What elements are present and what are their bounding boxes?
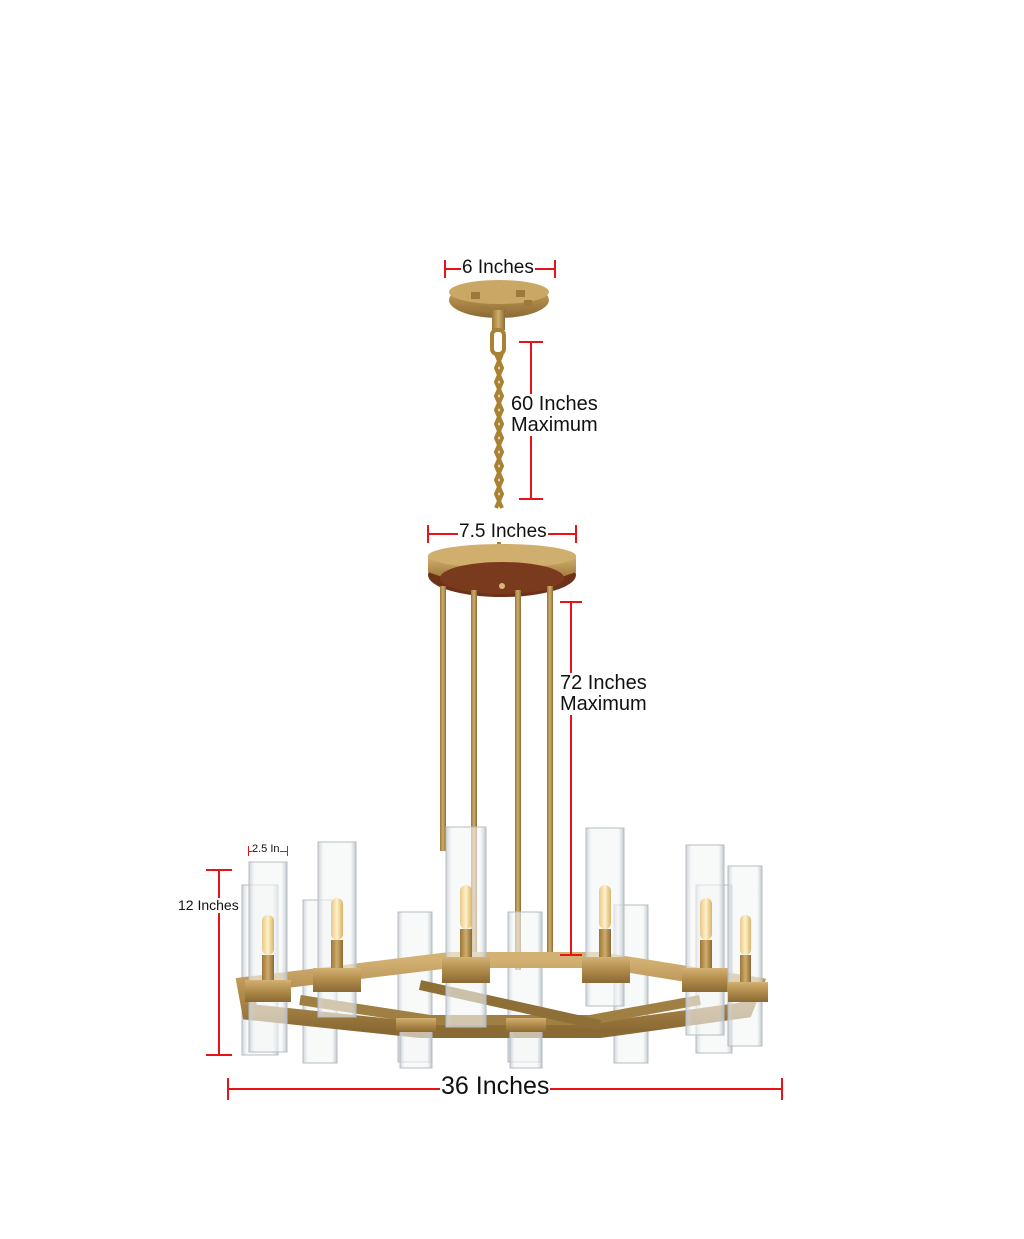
fixture-height-line <box>218 869 220 1055</box>
plate-width-tick-right <box>575 525 577 543</box>
rod-length-tick-top <box>560 601 582 603</box>
fixture-width-tick-right <box>781 1078 783 1100</box>
rod-length-line <box>570 602 572 955</box>
rod-length-tick-bottom <box>560 954 582 956</box>
canopy <box>449 280 549 330</box>
rod-length-line2: Maximum <box>560 693 647 715</box>
chain-length-label: 60 Inches Maximum <box>511 394 598 436</box>
plate-width-label: 7.5 Inches <box>458 521 548 542</box>
fixture-width-label: 36 Inches <box>440 1072 551 1100</box>
canopy-width-label: 6 Inches <box>461 257 535 278</box>
chain <box>490 328 506 545</box>
canopy-width-tick-right <box>554 260 556 278</box>
rod-length-line1: 72 Inches <box>560 672 647 694</box>
support-rods <box>440 586 553 970</box>
shade-width-label: 2.5 In <box>252 843 280 856</box>
plate-width-tick-left <box>427 525 429 543</box>
fixture-width-tick-left <box>227 1078 229 1100</box>
shade-width-tick-left <box>248 846 249 856</box>
canopy-width-tick-left <box>444 260 446 278</box>
fixture-height-tick-bottom <box>206 1054 232 1056</box>
chain-length-tick-bottom <box>519 498 543 500</box>
rod-length-label: 72 Inches Maximum <box>560 673 647 715</box>
fixture-height-tick-top <box>206 869 232 871</box>
hanging-plate <box>428 544 576 597</box>
chain-length-line1: 60 Inches <box>511 393 598 415</box>
chain-length-tick-top <box>519 341 543 343</box>
fixture-height-label: 12 Inches <box>178 897 239 913</box>
chain-length-line2: Maximum <box>511 414 598 436</box>
front-shades <box>245 826 768 1069</box>
shade-width-tick-right <box>287 846 288 856</box>
